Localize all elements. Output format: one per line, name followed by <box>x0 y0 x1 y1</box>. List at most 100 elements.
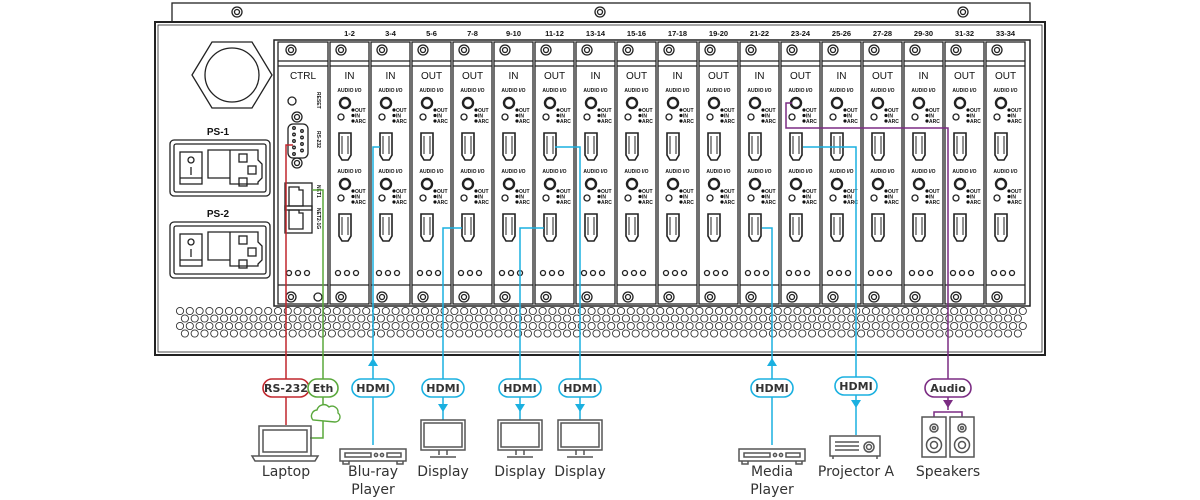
led <box>966 194 970 199</box>
audio-jack-icon <box>502 177 516 191</box>
speaker-icon <box>953 436 971 454</box>
vent-hole <box>901 321 910 331</box>
vent-hole <box>474 329 483 338</box>
vent-hole <box>636 306 645 316</box>
vent-hole <box>376 314 385 323</box>
vent-hole <box>352 306 361 316</box>
led-label: IN <box>355 114 360 120</box>
led-label: ARC <box>929 200 940 206</box>
vent-hole <box>661 314 670 323</box>
pin <box>292 145 296 150</box>
led <box>433 189 437 193</box>
vent-hole <box>651 314 660 323</box>
button <box>378 113 386 121</box>
vent-hole <box>631 329 640 338</box>
button <box>747 113 755 121</box>
vent-hole <box>940 306 949 316</box>
vent-hole <box>293 321 302 331</box>
led-label: IN <box>970 114 975 120</box>
vent-hole <box>636 321 645 331</box>
button <box>870 194 878 202</box>
hdmi-port-icon <box>912 132 926 161</box>
audio-jack-icon <box>625 96 639 110</box>
hdmi-port-icon <box>666 213 680 242</box>
audio-jack-icon <box>871 96 885 110</box>
hdmi-port-icon <box>461 132 475 161</box>
audio-jack-icon <box>338 96 352 110</box>
led <box>867 269 875 277</box>
hdmi-port-icon <box>789 132 803 161</box>
vent-hole <box>871 321 880 331</box>
divider <box>658 60 697 67</box>
vent-hole <box>308 329 317 338</box>
led <box>884 189 888 193</box>
vent-hole <box>837 329 846 338</box>
led <box>638 119 642 123</box>
screw-icon <box>911 293 919 301</box>
vent-hole <box>210 329 219 338</box>
hdmi-port-icon <box>871 213 885 242</box>
hdmi-port-icon <box>710 217 718 235</box>
led <box>1007 119 1011 123</box>
slot-mode-label: IN <box>919 71 929 82</box>
vent-hole <box>582 329 591 338</box>
vent-hole <box>739 314 748 323</box>
led-label: OUT <box>478 189 489 195</box>
audio-io-label: AUDIO I/O <box>829 169 853 175</box>
screw-icon <box>417 44 429 56</box>
hdmi-port-icon <box>382 136 390 154</box>
vent-hole <box>460 306 469 316</box>
vent-hole <box>220 314 229 323</box>
audio-jack-icon <box>461 96 475 110</box>
vent-hole <box>342 306 351 316</box>
signal-label <box>750 378 794 398</box>
led <box>966 108 970 112</box>
vent-hole <box>651 329 660 338</box>
vent-hole <box>994 314 1003 323</box>
signal-label <box>834 376 878 396</box>
vent-hole <box>195 321 204 331</box>
led <box>393 269 401 277</box>
vent-hole <box>416 329 425 338</box>
led-label: IN <box>683 195 688 201</box>
hdmi-port-icon <box>994 132 1008 161</box>
button <box>788 113 796 121</box>
vent-hole <box>685 306 694 316</box>
led-label: ARC <box>519 119 530 125</box>
net-label: NET2-1G <box>315 208 321 229</box>
vent-hole <box>298 314 307 323</box>
led <box>556 189 560 193</box>
vent-hole <box>969 321 978 331</box>
audio-io-label: AUDIO I/O <box>665 169 689 175</box>
media-player-icon <box>778 452 784 458</box>
reset-label: RESET <box>315 92 321 109</box>
led <box>515 108 519 112</box>
led <box>474 113 478 118</box>
led <box>474 194 478 199</box>
ctrl-card <box>277 41 329 305</box>
audio-jack-icon <box>748 177 762 191</box>
vent-hole <box>533 314 542 323</box>
hdmi-cable <box>803 146 857 435</box>
vent-hole <box>205 306 214 316</box>
screw-icon <box>540 291 552 303</box>
screw-icon <box>594 6 606 18</box>
device-label-projector: Projector A <box>818 464 895 480</box>
audio-jack-icon <box>748 96 762 110</box>
vent-hole <box>514 314 523 323</box>
led <box>884 113 888 118</box>
screw-icon <box>337 293 345 301</box>
vent-hole <box>1008 321 1018 331</box>
audio-io-label: AUDIO I/O <box>706 88 730 94</box>
led-label: IN <box>970 195 975 201</box>
audio-jack-icon <box>584 177 598 191</box>
divider <box>617 60 656 67</box>
led <box>1007 200 1011 204</box>
led <box>679 119 683 123</box>
vent-hole <box>910 306 920 316</box>
vent-hole <box>842 321 851 331</box>
screw-icon <box>991 291 1003 303</box>
vent-hole <box>763 321 773 331</box>
vent-hole <box>759 329 768 338</box>
